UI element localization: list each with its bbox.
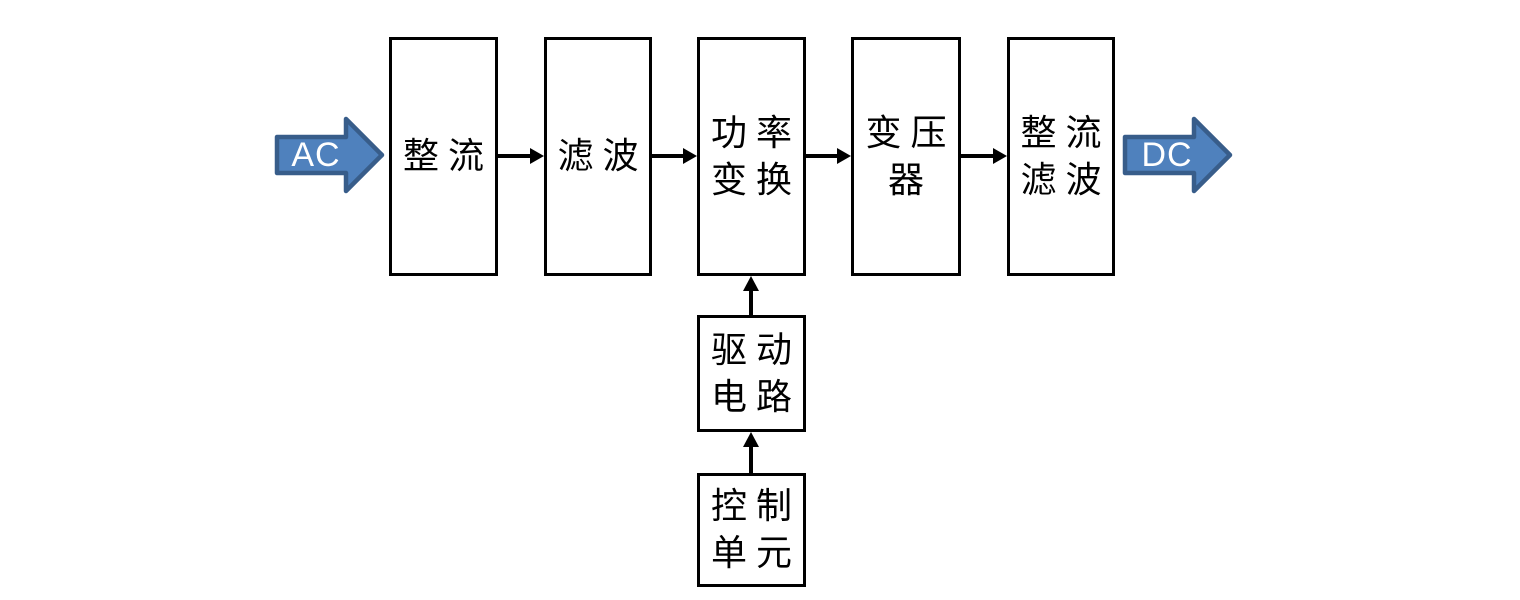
block-rectifier-filter: 整流 滤波 <box>1007 37 1115 276</box>
block-power-conversion-label-line2: 变换 <box>710 159 801 200</box>
dc-output-label: DC <box>1141 135 1193 174</box>
arrow-drive-circuit-to-power-conversion <box>743 276 759 315</box>
block-drive-circuit-label-line1: 驱动 <box>710 329 801 370</box>
dc-output-block-arrow <box>1122 116 1233 194</box>
arrow-transformer-to-rectifier-filter <box>961 148 1007 164</box>
block-power-conversion-label-line1: 功率 <box>710 112 801 153</box>
arrow-control-unit-to-drive-circuit <box>743 432 759 473</box>
block-control-unit-label-line1: 控制 <box>710 486 801 526</box>
arrow-power-conversion-to-transformer <box>806 148 851 164</box>
ac-input-block-arrow <box>274 116 385 194</box>
block-filter: 滤波 <box>544 37 652 276</box>
block-rectifier-filter-label-line1: 整流 <box>1020 112 1111 153</box>
block-transformer-label-line2: 器 <box>887 159 933 200</box>
block-drive-circuit: 驱动 电路 <box>697 315 806 432</box>
block-drive-circuit-label-line2: 电路 <box>710 376 801 417</box>
block-rectifier-filter-label-line2: 滤波 <box>1020 159 1111 200</box>
block-power-conversion: 功率 变换 <box>697 37 806 276</box>
block-rectifier: 整流 <box>389 37 498 276</box>
arrow-rectifier-to-filter <box>498 148 544 164</box>
block-filter-label: 滤波 <box>557 136 648 176</box>
block-control-unit: 控制 单元 <box>697 473 806 587</box>
ac-input-label: AC <box>291 135 341 174</box>
block-control-unit-label-line2: 单元 <box>710 533 801 573</box>
arrow-filter-to-power-conversion <box>652 148 697 164</box>
block-transformer-label-line1: 变压 <box>865 112 956 153</box>
block-transformer: 变压 器 <box>851 37 961 276</box>
block-rectifier-label: 整流 <box>402 136 493 176</box>
